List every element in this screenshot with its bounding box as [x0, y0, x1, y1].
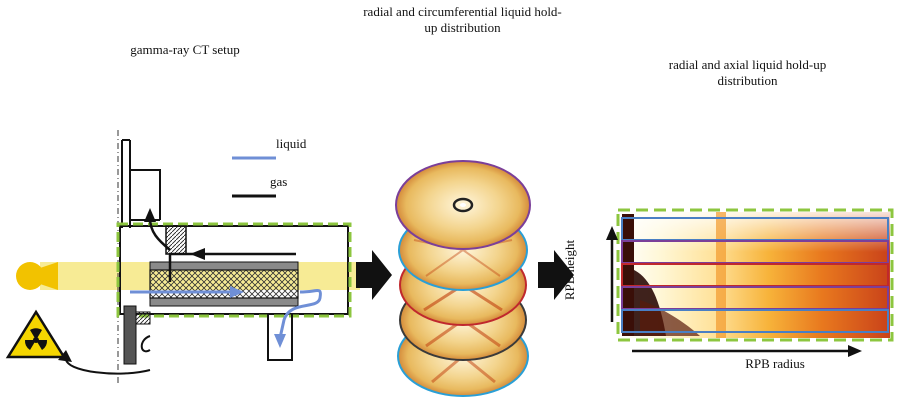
setup-title: gamma-ray CT setup: [130, 42, 240, 57]
wall-hotspot: [622, 214, 634, 336]
heatmap-highlight: [616, 208, 894, 342]
flow-arrow-1: [356, 250, 392, 300]
rpb-housing: [119, 225, 349, 315]
gamma-source: [16, 262, 44, 290]
radiation-icon: [5, 309, 67, 359]
packing-bed: [149, 269, 299, 299]
disc-1: [395, 160, 531, 250]
disc-stack: [395, 160, 531, 397]
axial-heatmap: [606, 208, 894, 357]
ct-setup: [5, 130, 360, 385]
legend-gas-label: gas: [270, 174, 288, 189]
legend-liquid-label: liquid: [276, 136, 307, 151]
setup-highlight: [116, 222, 352, 318]
circumferential-title: radial and circumferential liquid hold-u…: [363, 4, 562, 35]
x-axis-label: RPB radius: [745, 356, 805, 371]
source-collimator: [40, 262, 58, 290]
axial-title: radial and axial liquid hold-up distribu…: [668, 57, 827, 88]
flow-arrow-2: [538, 250, 574, 300]
band-5: [621, 309, 889, 333]
